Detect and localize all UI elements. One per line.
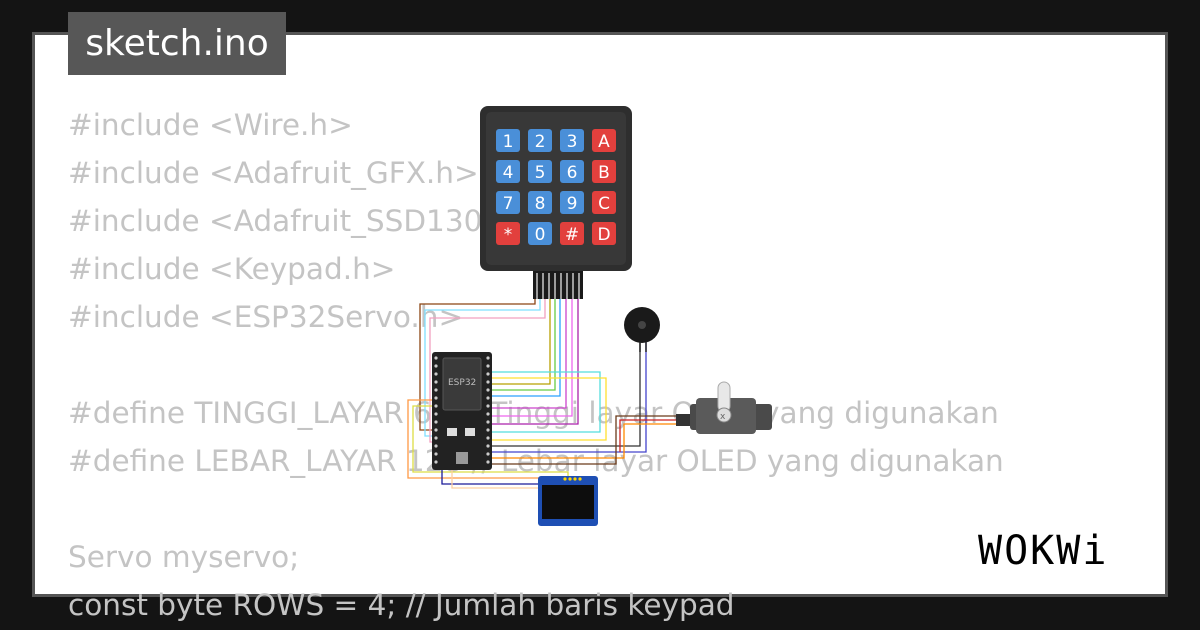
keypad-key[interactable] — [560, 222, 584, 245]
keypad-key-label: 4 — [503, 163, 514, 183]
keypad-key[interactable] — [496, 222, 520, 245]
keypad-key-label: 7 — [503, 194, 514, 214]
filename-tab[interactable]: sketch.ino — [68, 12, 286, 75]
keypad-key[interactable] — [592, 160, 616, 183]
keypad-key-label: B — [598, 163, 610, 183]
keypad-key-label: 0 — [535, 225, 546, 245]
code-line: #include <Keypad.h> — [68, 252, 396, 286]
keypad-key-label: 1 — [503, 132, 514, 152]
keypad-key-label: D — [597, 225, 610, 245]
keypad-key-label: A — [598, 132, 610, 152]
keypad-key-label: 8 — [535, 194, 546, 214]
code-editor: #include <Wire.h> #include <Adafruit_GFX.… — [68, 101, 1004, 629]
code-line: const byte ROWS = 4; // Jumlah baris key… — [68, 588, 735, 622]
keypad-key[interactable] — [592, 191, 616, 214]
keypad-key[interactable] — [560, 160, 584, 183]
keypad-key-label: # — [565, 225, 579, 245]
svg-text:x: x — [720, 412, 726, 422]
keypad-key[interactable] — [528, 222, 552, 245]
servo-motor[interactable]: x — [676, 381, 772, 434]
keypad-key-label: 5 — [535, 163, 546, 183]
keypad-key[interactable] — [496, 160, 520, 183]
buzzer[interactable] — [624, 307, 660, 352]
keypad-key[interactable] — [528, 129, 552, 152]
keypad-key-label: C — [598, 194, 610, 214]
keypad-key[interactable] — [496, 191, 520, 214]
keypad-key[interactable] — [560, 191, 584, 214]
oled-display[interactable] — [538, 476, 598, 526]
keypad-key[interactable] — [496, 129, 520, 152]
wires — [407, 296, 676, 489]
code-line: Servo myservo; — [68, 540, 300, 574]
keypad-key-label: 9 — [567, 194, 578, 214]
esp32-board[interactable]: ESP32 — [432, 352, 492, 470]
keypad-key-label: 2 — [535, 132, 546, 152]
code-line: #include <Wire.h> — [68, 108, 353, 142]
code-line: #include <Adafruit_GFX.h> — [68, 156, 479, 190]
keypad-key[interactable] — [528, 191, 552, 214]
keypad-key[interactable] — [592, 129, 616, 152]
esp32-label: ESP32 — [448, 378, 476, 388]
keypad-key-label: 6 — [567, 163, 578, 183]
code-line: #include <ESP32Servo.h> — [68, 300, 464, 334]
keypad-key-label: * — [504, 225, 513, 245]
keypad-key[interactable] — [592, 222, 616, 245]
keypad-key[interactable] — [560, 129, 584, 152]
keypad-key-label: 3 — [567, 132, 578, 152]
keypad-key[interactable] — [528, 160, 552, 183]
wokwi-logo: WOKWi — [978, 528, 1109, 574]
